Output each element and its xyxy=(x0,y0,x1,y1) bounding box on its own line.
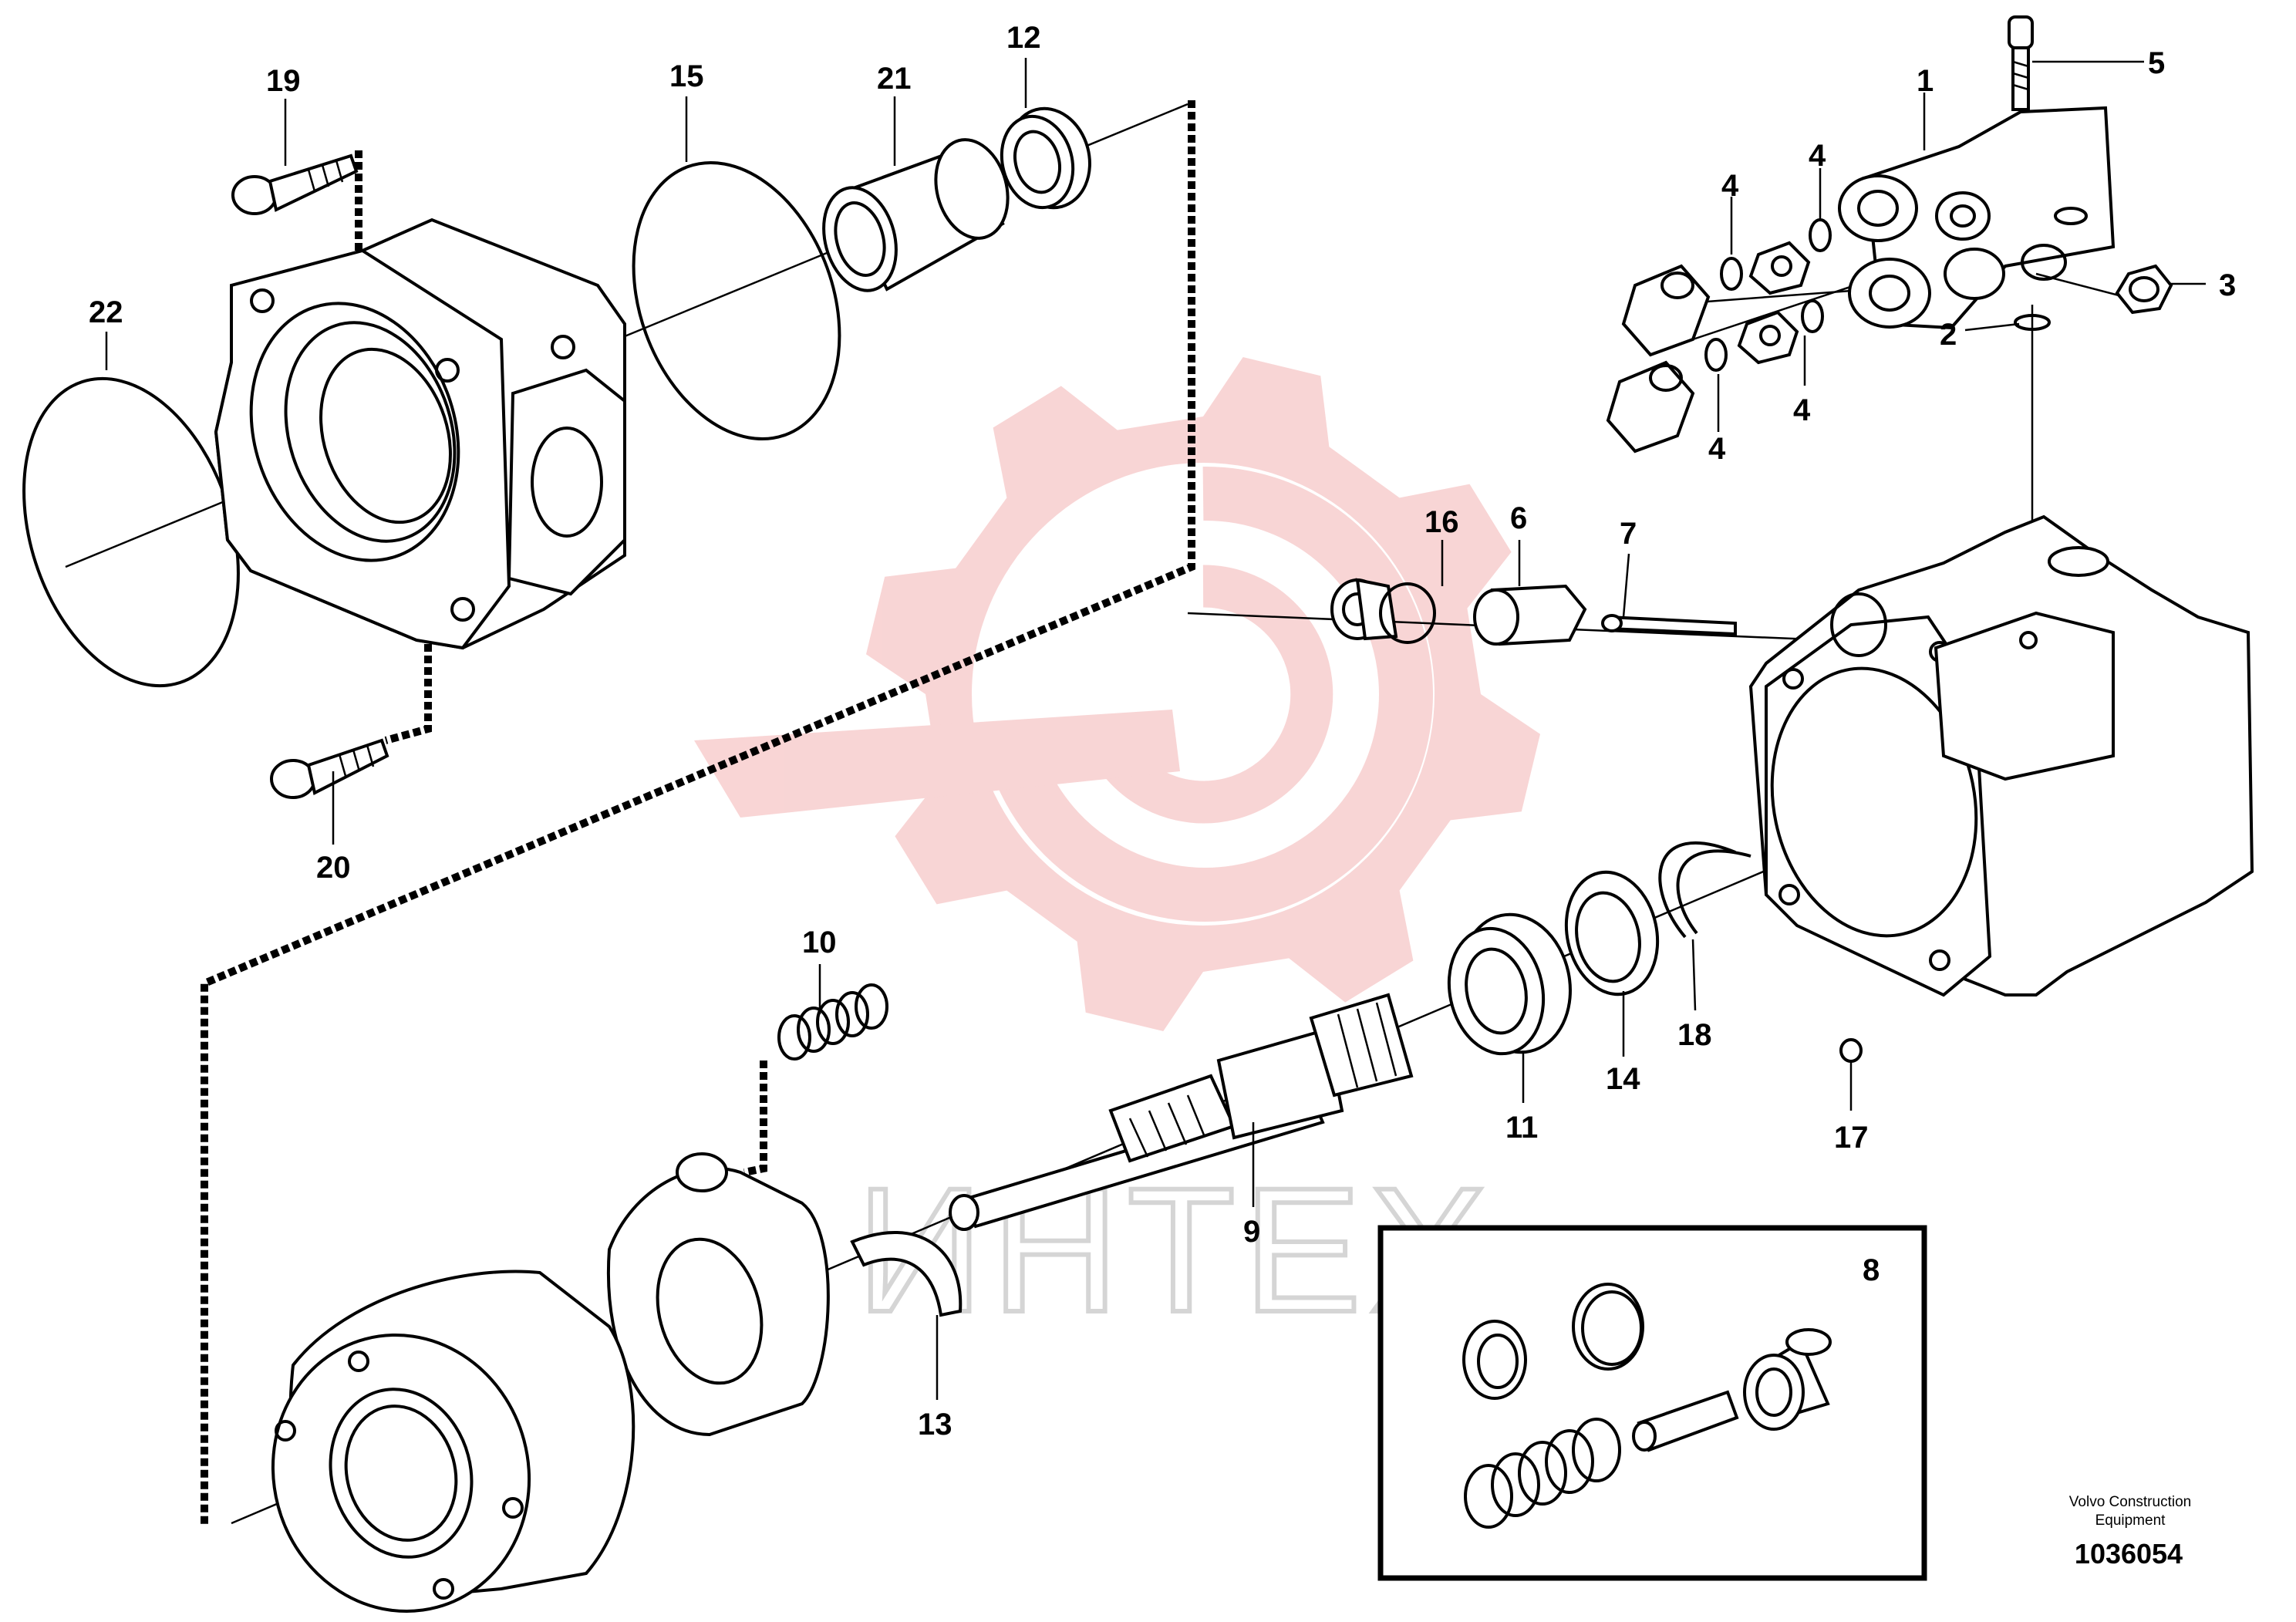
callout-2: 2 xyxy=(1940,318,1957,352)
credit-block: Volvo Construction Equipment 1036054 xyxy=(2069,1494,2191,1570)
spring-10 xyxy=(777,983,888,1061)
credit-line-2: Equipment xyxy=(2095,1512,2166,1529)
callout-22: 22 xyxy=(89,295,123,329)
needle-bearing-21 xyxy=(822,138,1010,292)
watermark-gear-logo xyxy=(694,357,1540,1031)
callout-4d: 4 xyxy=(1708,432,1726,466)
bolt-19 xyxy=(231,153,359,215)
callout-1: 1 xyxy=(1917,64,1934,98)
half-ring-13 xyxy=(850,1231,963,1317)
bolt-20 xyxy=(270,738,389,799)
callout-8: 8 xyxy=(1863,1253,1880,1287)
callout-9: 9 xyxy=(1243,1215,1260,1249)
callout-12: 12 xyxy=(1006,21,1041,55)
drive-shaft-9 xyxy=(949,993,1414,1231)
callout-21: 21 xyxy=(877,62,912,96)
bolt-5 xyxy=(2008,15,2034,111)
pump-housing xyxy=(1748,514,2254,997)
ball-bearing-12 xyxy=(1000,106,1091,210)
shaft-seal-14 xyxy=(1564,870,1660,996)
kit-box-8 xyxy=(1377,1225,1927,1581)
callouts: 1 2 3 4 4 4 4 5 6 7 8 9 10 11 12 13 14 1… xyxy=(89,21,2236,1442)
callout-4c: 4 xyxy=(1793,393,1811,427)
flange-housing xyxy=(214,218,626,650)
circlip-18 xyxy=(1658,841,1736,939)
o-ring-15 xyxy=(632,160,841,441)
callout-20: 20 xyxy=(316,851,351,885)
o-ring-2 xyxy=(2014,314,2051,331)
callout-4b: 4 xyxy=(1809,139,1826,173)
credit-line-1: Volvo Construction xyxy=(2069,1494,2191,1510)
drawing-number: 1036054 xyxy=(2075,1538,2183,1570)
valve-block-1 xyxy=(1838,106,2116,330)
callout-7: 7 xyxy=(1620,517,1637,551)
callout-15: 15 xyxy=(669,59,704,93)
callout-13: 13 xyxy=(918,1408,952,1442)
cylinder-block xyxy=(271,1270,636,1614)
fittings-4 xyxy=(1606,218,1832,454)
callout-11: 11 xyxy=(1505,1111,1538,1145)
callout-10: 10 xyxy=(802,926,837,959)
o-ring-17 xyxy=(1839,1038,1863,1063)
kit-circlip xyxy=(1572,1283,1644,1371)
ball-bearing-11 xyxy=(1447,912,1572,1056)
callout-14: 14 xyxy=(1606,1062,1640,1096)
callout-4a: 4 xyxy=(1721,169,1739,203)
plug-guide xyxy=(1330,578,1398,641)
callout-3: 3 xyxy=(2219,268,2236,302)
piston-6 xyxy=(1473,584,1587,646)
callout-6: 6 xyxy=(1510,501,1527,535)
callout-16: 16 xyxy=(1424,505,1459,539)
callout-17: 17 xyxy=(1834,1121,1869,1155)
swash-plate xyxy=(606,1152,830,1437)
callout-19: 19 xyxy=(266,64,301,98)
kit-spring xyxy=(1464,1418,1621,1529)
leader-lines xyxy=(105,58,2206,1400)
callout-18: 18 xyxy=(1677,1018,1712,1052)
pin-7 xyxy=(1601,614,1737,636)
o-ring-16 xyxy=(1379,582,1436,644)
plug-3 xyxy=(2115,264,2173,315)
callout-5: 5 xyxy=(2148,46,2165,80)
